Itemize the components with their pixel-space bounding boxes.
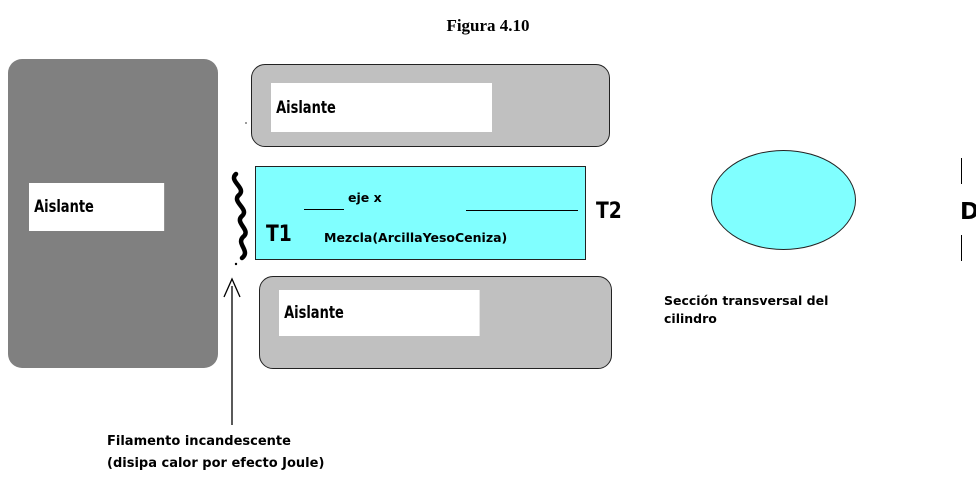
cross-section-caption: Sección transversal del cilindro <box>664 292 894 328</box>
filament-dot <box>234 262 238 266</box>
top-insulator-label: Aislante <box>271 83 492 132</box>
axis-line-left <box>304 209 344 210</box>
figure-title: Figura 4.10 <box>446 16 530 35</box>
cross-section-caption-line2: cilindro <box>664 311 717 326</box>
diameter-tick-bottom <box>961 235 962 261</box>
diameter-tick-top <box>961 158 962 184</box>
left-insulator-label: Aislante <box>29 183 165 231</box>
diameter-label: D <box>960 199 976 225</box>
stray-dot <box>245 122 247 124</box>
mixture-sample <box>255 166 586 260</box>
filament-caption: Filamento incandescente (disipa calor po… <box>107 431 324 475</box>
cross-section-ellipse <box>711 150 856 250</box>
filament-squiggle <box>231 171 248 261</box>
bottom-insulator-label: Aislante <box>279 290 480 336</box>
mixture-label: Mezcla(ArcillaYesoCeniza) <box>324 230 508 245</box>
filament-caption-line1: Filamento incandescente <box>107 434 291 449</box>
t1-label: T1 <box>266 222 292 247</box>
cross-section-caption-line1: Sección transversal del <box>664 293 829 308</box>
filament-caption-line2: (disipa calor por efecto Joule) <box>107 456 325 471</box>
axis-label: eje x <box>348 190 382 205</box>
axis-line-right <box>466 210 578 211</box>
t2-label: T2 <box>596 199 622 224</box>
filament-arrow-head <box>223 277 241 298</box>
